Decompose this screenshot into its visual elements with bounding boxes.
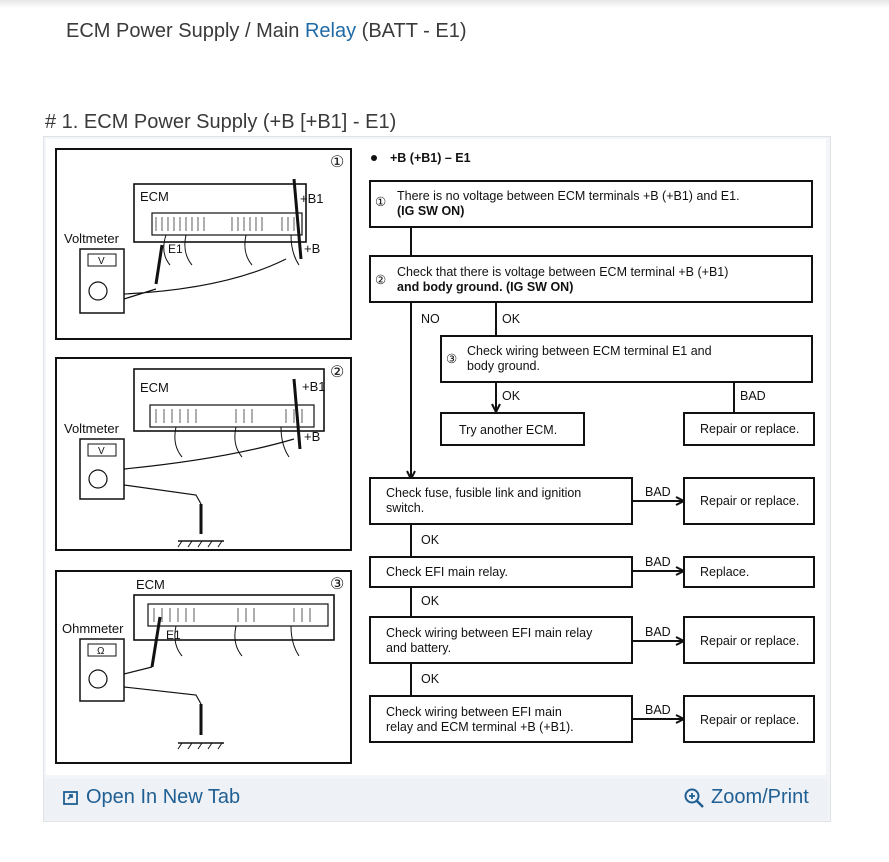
svg-text:BAD: BAD: [645, 703, 671, 717]
svg-text:ECM: ECM: [136, 577, 165, 592]
svg-text:Ohmmeter: Ohmmeter: [62, 621, 124, 636]
page-title: ECM Power Supply / Main Relay (BATT - E1…: [66, 20, 467, 42]
svg-text:ECM: ECM: [140, 189, 169, 204]
svg-text:E1: E1: [168, 242, 183, 256]
svg-text:Check fuse, fusible link and i: Check fuse, fusible link and ignition: [386, 486, 581, 500]
svg-text:③: ③: [446, 352, 457, 366]
svg-text:Check EFI main relay.: Check EFI main relay.: [386, 565, 508, 579]
svg-text:+B: +B: [304, 241, 320, 256]
svg-text:(IG SW ON): (IG SW ON): [397, 204, 464, 218]
svg-text:+B (+B1) – E1: +B (+B1) – E1: [390, 151, 471, 165]
svg-text:Ω: Ω: [97, 646, 105, 657]
svg-text:switch.: switch.: [386, 501, 424, 515]
svg-text:BAD: BAD: [645, 485, 671, 499]
troubleshooting-flowchart: +B (+B1) – E1 ① There is no voltage betw…: [369, 151, 815, 743]
svg-text:and battery.: and battery.: [386, 641, 451, 655]
svg-text:+B1: +B1: [302, 379, 326, 394]
svg-text:BAD: BAD: [645, 625, 671, 639]
diagram-3: ③ ECM E1 Ohmmeter Ω: [55, 570, 352, 764]
svg-text:V: V: [98, 446, 105, 457]
svg-text:NO: NO: [421, 312, 440, 326]
svg-text:OK: OK: [421, 594, 440, 608]
wiring-diagram-figure: ① ECM +B1 +B E1 Voltmeter V ② ECM: [46, 139, 826, 775]
svg-text:ECM: ECM: [140, 380, 169, 395]
section-title: # 1. ECM Power Supply (+B [+B1] - E1): [45, 111, 397, 133]
zoom-in-icon: [684, 788, 704, 808]
svg-text:Voltmeter: Voltmeter: [64, 421, 120, 436]
svg-text:Repair or replace.: Repair or replace.: [700, 634, 799, 648]
svg-text:Voltmeter: Voltmeter: [64, 231, 120, 246]
svg-text:OK: OK: [502, 312, 521, 326]
svg-text:②: ②: [375, 273, 386, 287]
svg-text:OK: OK: [502, 389, 521, 403]
svg-text:Check that there is voltage be: Check that there is voltage between ECM …: [397, 265, 728, 279]
svg-text:relay and ECM terminal +B (+B1: relay and ECM terminal +B (+B1).: [386, 720, 574, 734]
svg-text:Try another ECM.: Try another ECM.: [459, 423, 557, 437]
svg-text:Check wiring between ECM termi: Check wiring between ECM terminal E1 and: [467, 344, 712, 358]
svg-text:Repair or replace.: Repair or replace.: [700, 494, 799, 508]
svg-text:V: V: [98, 256, 105, 267]
svg-text:OK: OK: [421, 672, 440, 686]
diagram-2: ② ECM +B1 +B Voltmeter V: [55, 357, 352, 551]
open-in-new-tab-label: Open In New Tab: [86, 786, 241, 808]
open-in-new-tab-link[interactable]: Open In New Tab: [62, 786, 240, 809]
open-in-new-tab-icon: [63, 790, 78, 805]
top-divider: [0, 0, 889, 8]
svg-text:and body ground. (IG SW ON): and body ground. (IG SW ON): [397, 280, 573, 294]
svg-text:Repair or replace.: Repair or replace.: [700, 713, 799, 727]
svg-text:Replace.: Replace.: [700, 565, 749, 579]
svg-text:E1: E1: [166, 628, 181, 642]
svg-text:Check wiring between EFI main: Check wiring between EFI main relay: [386, 626, 593, 640]
svg-text:②: ②: [330, 364, 344, 381]
svg-text:BAD: BAD: [645, 555, 671, 569]
svg-text:①: ①: [375, 195, 386, 209]
relay-link[interactable]: Relay: [304, 20, 357, 42]
svg-text:Check wiring between EFI main: Check wiring between EFI main: [386, 705, 562, 719]
zoom-print-label: Zoom/Print: [711, 786, 809, 808]
svg-text:①: ①: [330, 154, 344, 171]
svg-text:+B1: +B1: [300, 191, 324, 206]
svg-text:There is no voltage between EC: There is no voltage between ECM terminal…: [397, 189, 740, 203]
svg-text:Repair or replace.: Repair or replace.: [700, 422, 799, 436]
zoom-print-link[interactable]: Zoom/Print: [683, 786, 809, 809]
svg-text:OK: OK: [421, 533, 440, 547]
diagram-1: ① ECM +B1 +B E1 Voltmeter V: [55, 148, 352, 340]
svg-text:+B: +B: [304, 429, 320, 444]
svg-text:BAD: BAD: [740, 389, 766, 403]
svg-text:③: ③: [330, 576, 344, 593]
svg-text:body ground.: body ground.: [467, 359, 540, 373]
